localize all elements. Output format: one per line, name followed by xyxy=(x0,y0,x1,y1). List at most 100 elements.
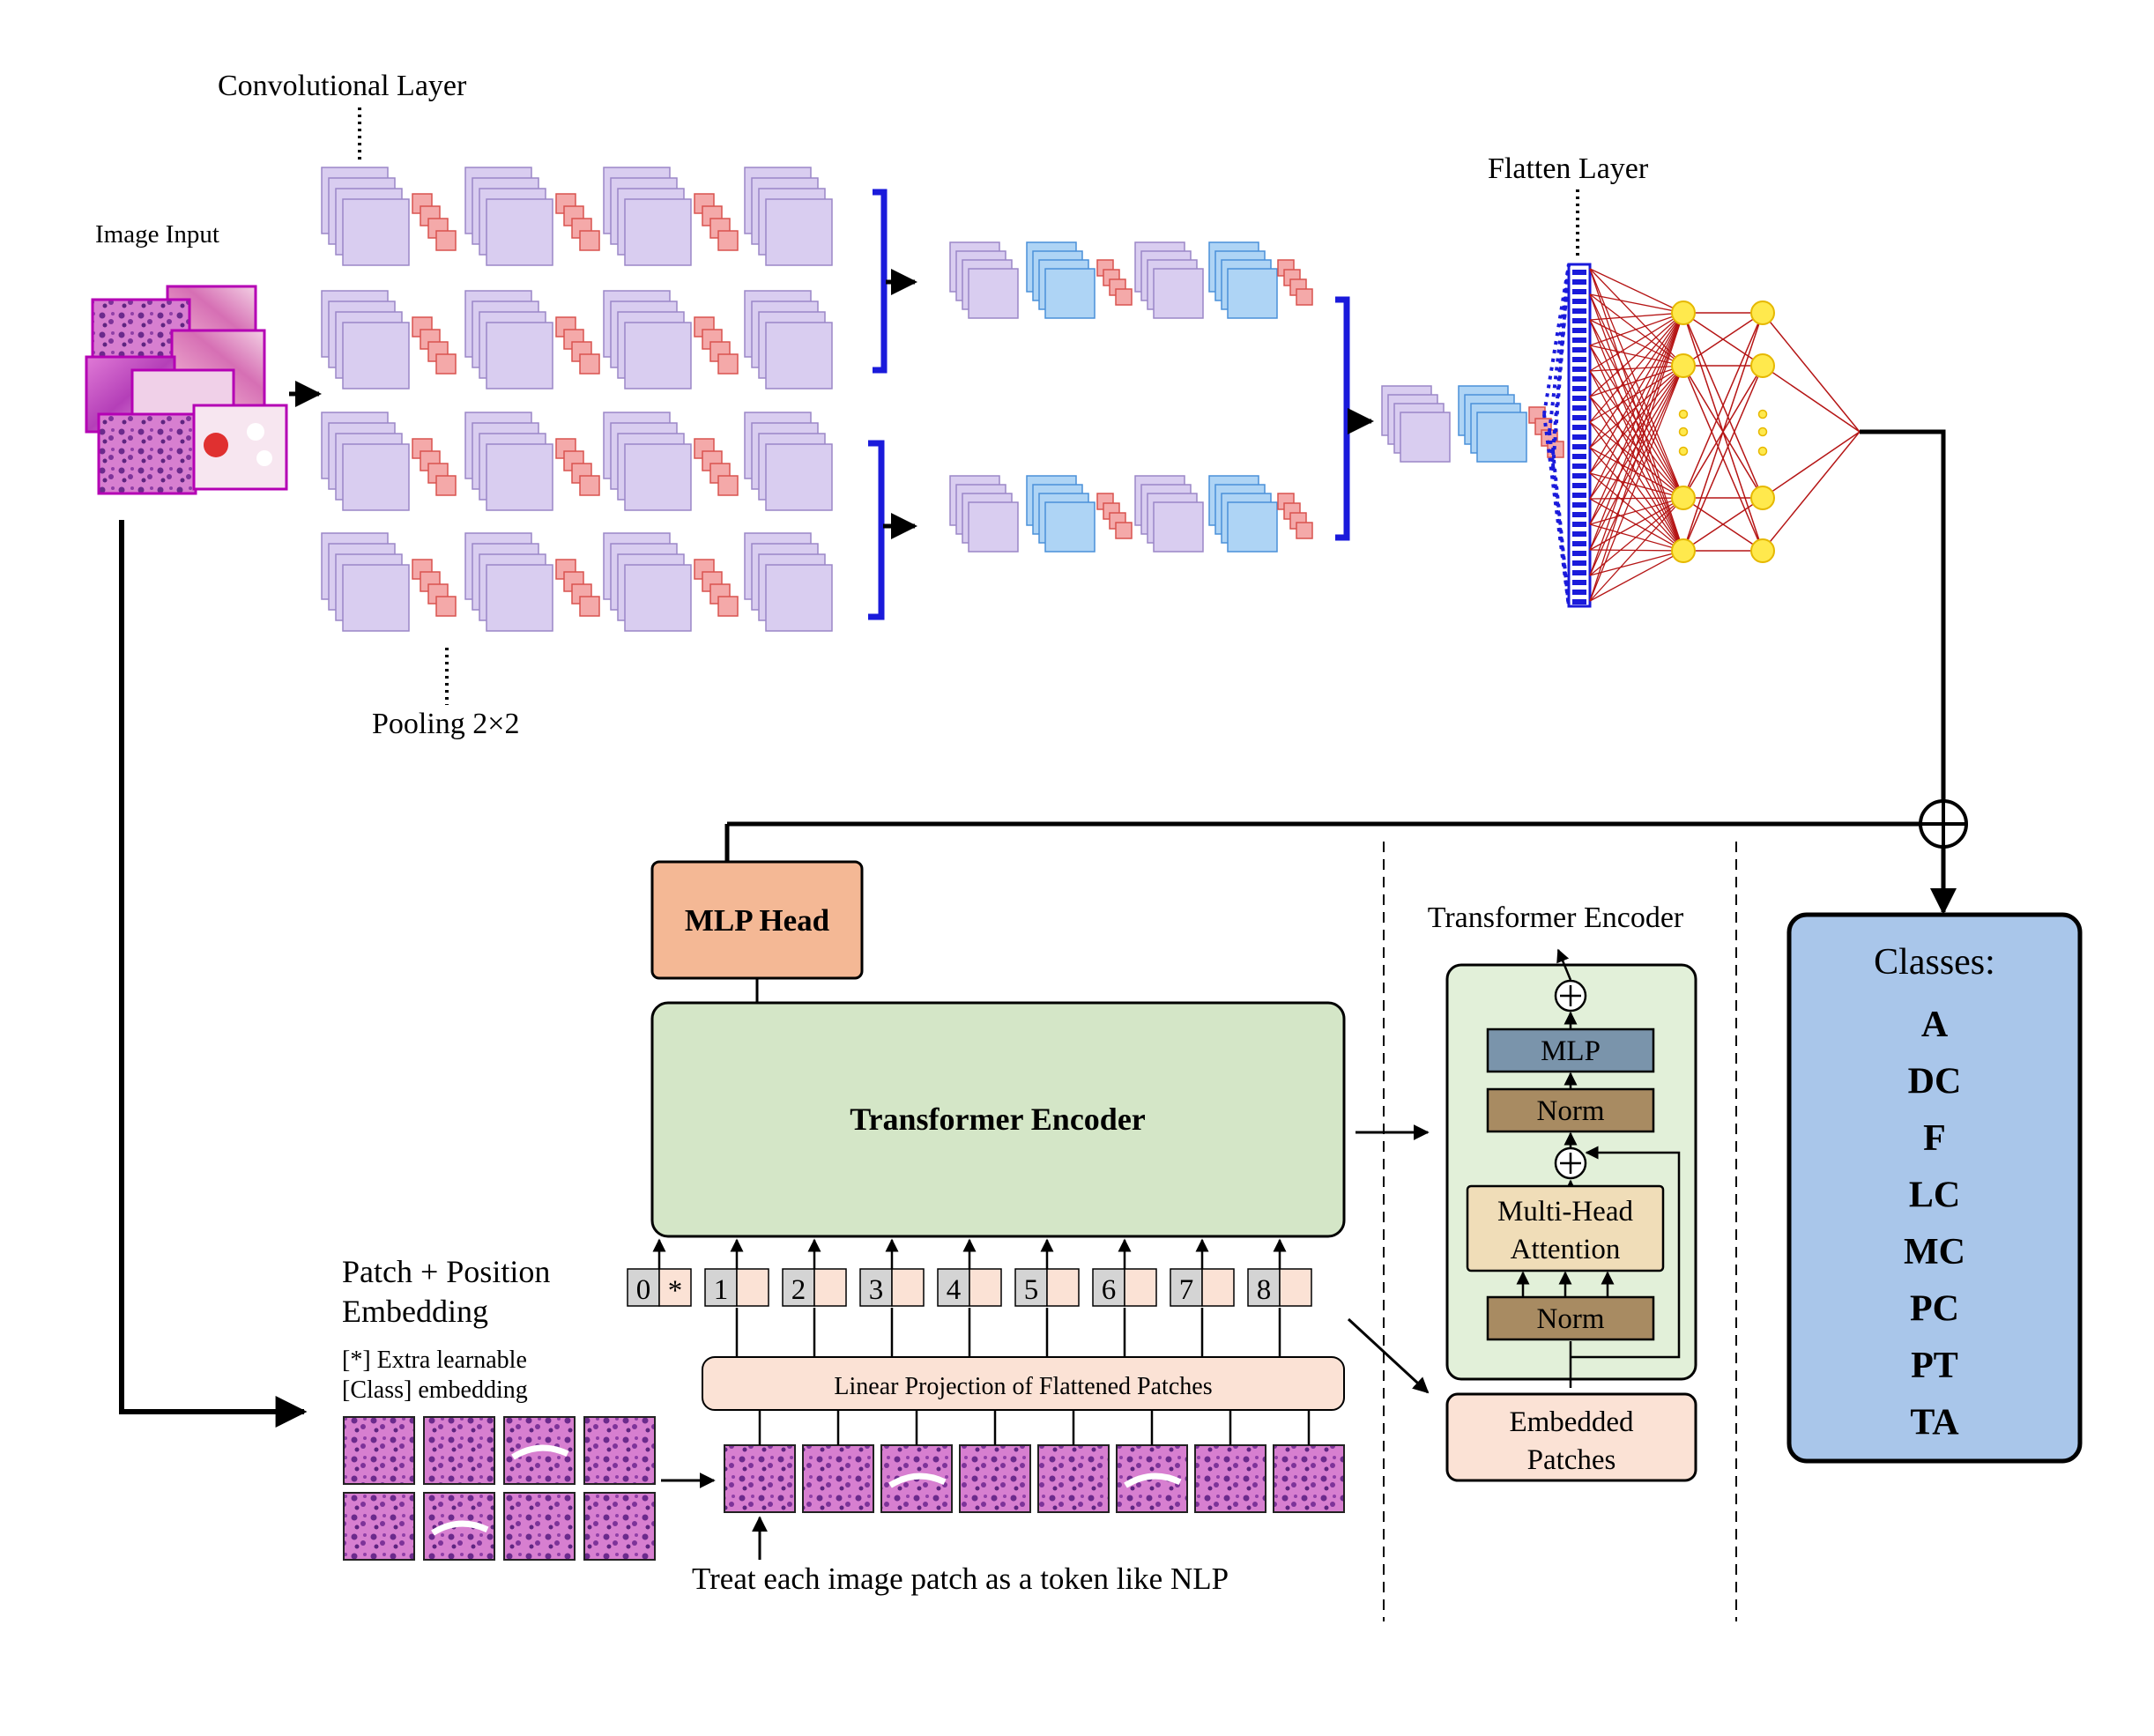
source-patch xyxy=(343,1492,415,1561)
source-patch xyxy=(423,1416,495,1485)
classes-title: Classes: xyxy=(1874,942,1995,983)
merged-blocks xyxy=(1381,385,1564,463)
conv-stack xyxy=(1381,385,1451,463)
norm-bottom-block xyxy=(1486,1295,1655,1341)
pool-stack xyxy=(555,438,600,496)
conv-stack xyxy=(744,412,833,511)
norm-bottom-label: Norm xyxy=(1537,1303,1605,1335)
pool-stack xyxy=(555,559,600,617)
blue-stack xyxy=(1208,241,1278,319)
token-4: 4 xyxy=(937,1268,1002,1307)
pool-stack xyxy=(1096,493,1133,539)
conv-layer-label: Convolutional Layer xyxy=(218,70,467,102)
conv-stack xyxy=(603,532,692,632)
token-index: 4 xyxy=(947,1274,962,1306)
multihead-attention-line2: Attention xyxy=(1511,1234,1621,1265)
sequence-patch xyxy=(1194,1444,1266,1513)
sequence-patch xyxy=(1273,1444,1345,1513)
norm-top-block xyxy=(1486,1087,1655,1133)
class-label: PC xyxy=(1910,1289,1959,1330)
conv-stack xyxy=(464,290,553,389)
conv-stack xyxy=(603,290,692,389)
upper-bracket xyxy=(873,189,888,374)
token-2: 2 xyxy=(782,1268,847,1307)
conv-stack xyxy=(603,167,692,266)
tokens-to-embedded-arrow xyxy=(1347,1317,1430,1394)
pool-stack xyxy=(412,559,457,617)
neuron xyxy=(1671,300,1696,325)
cnn-output-line xyxy=(1860,429,1946,824)
conv-stack xyxy=(321,532,410,632)
token-3: 3 xyxy=(859,1268,925,1307)
neuron xyxy=(1750,353,1775,378)
sequence-patch xyxy=(724,1444,796,1513)
conv-stack xyxy=(321,167,410,266)
conv-stack xyxy=(464,167,553,266)
conv-stack xyxy=(321,290,410,389)
sequence-patch xyxy=(1116,1444,1188,1513)
source-patch xyxy=(503,1416,576,1485)
source-patch xyxy=(583,1492,656,1561)
conv-stack xyxy=(603,412,692,511)
linear-projection-label: Linear Projection of Flattened Patches xyxy=(834,1373,1212,1400)
sequence-patch xyxy=(880,1444,953,1513)
pool-stack xyxy=(412,193,457,251)
blue-stack xyxy=(1458,385,1527,463)
pool-stack xyxy=(694,438,739,496)
conv-stack xyxy=(321,412,410,511)
pool-stack xyxy=(412,438,457,496)
patch-sequence xyxy=(724,1410,1345,1513)
class-label: TA xyxy=(1910,1403,1959,1443)
neuron xyxy=(1671,486,1696,510)
flatten-layer xyxy=(1542,263,1592,608)
encoder-detail-title: Transformer Encoder xyxy=(1428,901,1684,934)
token-0: 0* xyxy=(627,1268,692,1307)
token-index: 0 xyxy=(636,1274,651,1306)
neuron xyxy=(1750,300,1775,325)
pool-stack xyxy=(694,316,739,375)
token-index: 5 xyxy=(1024,1274,1039,1306)
lower-bracket xyxy=(868,440,885,620)
mlp-block xyxy=(1486,1028,1655,1073)
conv-stack xyxy=(744,290,833,389)
embedded-patches-box xyxy=(1445,1392,1697,1482)
mlp-block-label: MLP xyxy=(1541,1035,1601,1067)
source-patch xyxy=(423,1492,495,1561)
neuron xyxy=(1750,538,1775,563)
sequence-patch xyxy=(959,1444,1031,1513)
pool-stack xyxy=(1277,259,1313,306)
pooling-label: Pooling 2×2 xyxy=(372,708,519,740)
pool-stack xyxy=(555,316,600,375)
token-6: 6 xyxy=(1092,1268,1157,1307)
class-label: A xyxy=(1921,1005,1949,1045)
blue-stack xyxy=(1026,475,1096,553)
extra-learnable-line1: [*] Extra learnable xyxy=(342,1347,527,1374)
blue-stack xyxy=(1208,475,1278,553)
class-label: MC xyxy=(1904,1232,1965,1272)
source-patch xyxy=(503,1492,576,1561)
patch-position-label-line2: Embedding xyxy=(342,1294,488,1329)
source-patch xyxy=(583,1416,656,1485)
conv-stack xyxy=(744,167,833,266)
token-index: 6 xyxy=(1102,1274,1117,1306)
conv-stack xyxy=(1134,475,1204,553)
merge-bracket xyxy=(1335,296,1350,541)
blue-stack xyxy=(1026,241,1096,319)
dense-network xyxy=(1589,268,1861,602)
pool-stack xyxy=(555,193,600,251)
conv-stack xyxy=(464,532,553,632)
conv-stack xyxy=(949,241,1019,319)
image-input-collage xyxy=(85,285,288,495)
token-index: 2 xyxy=(791,1274,806,1306)
pool-stack xyxy=(412,316,457,375)
token-5: 5 xyxy=(1014,1268,1080,1307)
neuron xyxy=(1750,486,1775,510)
mlp-head-label: MLP Head xyxy=(685,903,830,938)
multihead-attention-line1: Multi-Head xyxy=(1497,1196,1633,1228)
token-1: 1 xyxy=(704,1268,769,1307)
multihead-attention-block xyxy=(1466,1184,1665,1272)
input-to-patches-line xyxy=(119,520,308,1428)
extra-learnable-line2: [Class] embedding xyxy=(342,1376,528,1404)
